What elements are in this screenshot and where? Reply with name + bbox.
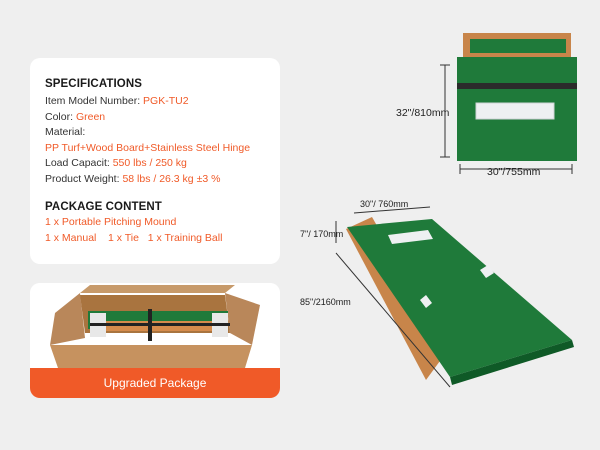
model-label: Item Model Number: <box>45 95 141 107</box>
material-label: Material: <box>45 126 86 138</box>
folded-width-label: 30"/755mm <box>487 166 541 178</box>
specifications-card: SPECIFICATIONS Item Model Number: PGK-TU… <box>30 58 280 264</box>
model-row: Item Model Number: PGK-TU2 <box>45 94 275 110</box>
specifications-content: SPECIFICATIONS Item Model Number: PGK-TU… <box>45 78 275 246</box>
material-value: PP Turf+Wood Board+Stainless Steel Hinge <box>45 141 251 154</box>
folded-mound <box>457 33 577 161</box>
weight-value: 58 lbs / 26.3 kg ±3 % <box>122 172 221 185</box>
load-label: Load Capacit: <box>45 157 110 169</box>
weight-row: Product Weight: 58 lbs / 26.3 kg ±3 % <box>45 172 275 188</box>
load-value: 550 lbs / 250 kg <box>112 157 187 169</box>
open-top-width-label: 30"/ 760mm <box>360 199 408 209</box>
load-row: Load Capacit: 550 lbs / 250 kg <box>45 156 275 172</box>
model-value: PGK-TU2 <box>143 95 189 107</box>
open-length-label: 85"/2160mm <box>300 297 351 307</box>
color-value: Green <box>75 110 106 123</box>
product-dimensions-illustration: 32"/810mm 30"/755mm 30"/ 760mm 7"/ 170mm… <box>300 33 577 388</box>
upgraded-package-banner: Upgraded Package <box>30 368 280 398</box>
folded-height-label: 32"/810mm <box>396 107 450 119</box>
open-mound <box>346 217 574 385</box>
color-label: Color: <box>45 110 74 123</box>
package-heading: PACKAGE CONTENT <box>45 201 162 213</box>
package-line-2: 1 x Manual 1 x Tie 1 x Training Ball <box>45 231 223 244</box>
package-line-1: 1 x Portable Pitching Mound <box>45 216 177 228</box>
color-row: Color: Green <box>45 110 275 126</box>
open-box-illustration <box>30 283 280 368</box>
open-rise-label: 7"/ 170mm <box>300 229 343 239</box>
specifications-heading: SPECIFICATIONS <box>45 78 143 90</box>
package-card: Upgraded Package <box>30 283 280 398</box>
weight-label: Product Weight: <box>45 172 120 185</box>
